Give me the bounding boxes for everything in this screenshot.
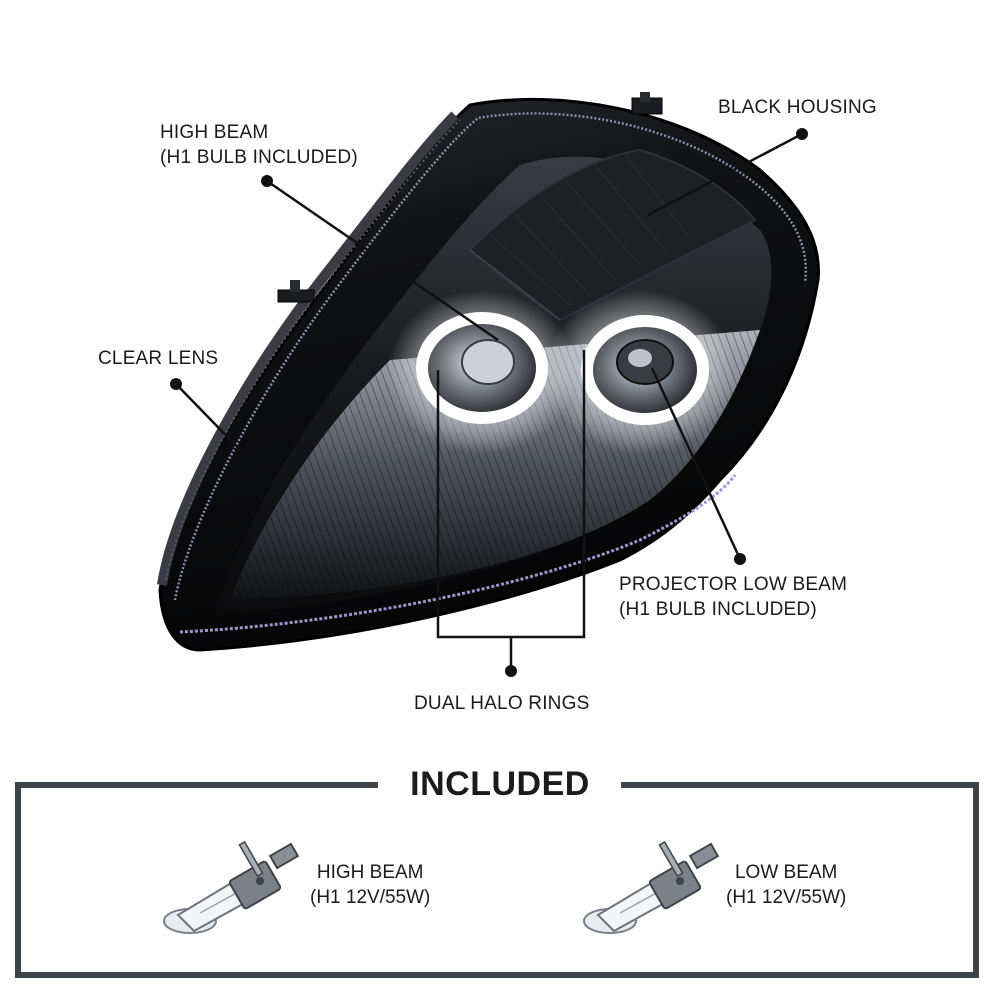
- callout-dual-halo-rings-title: DUAL HALO RINGS: [414, 693, 590, 714]
- callout-clear-lens-title: CLEAR LENS: [98, 348, 219, 369]
- callout-projector-low-beam-title: PROJECTOR LOW BEAM: [619, 574, 848, 595]
- included-item-high-beam: HIGH BEAM (H1 12V/55W): [310, 860, 430, 910]
- callout-dot-icon: [796, 128, 808, 140]
- included-frame: [15, 782, 979, 978]
- callout-projector-low-beam-note: (H1 BULB INCLUDED): [619, 599, 817, 620]
- callout-black-housing-title: BLACK HOUSING: [718, 97, 877, 118]
- included-item-low-beam: LOW BEAM (H1 12V/55W): [726, 860, 846, 910]
- included-frame-top-right: [621, 782, 979, 788]
- included-item-low-beam-title: LOW BEAM: [734, 862, 838, 883]
- h1-bulb-icon: [583, 840, 720, 934]
- included-item-high-beam-spec: (H1 12V/55W): [310, 887, 431, 908]
- callout-high-beam: HIGH BEAM (H1 BULB INCLUDED): [160, 120, 358, 170]
- included-item-high-beam-title: HIGH BEAM: [316, 862, 424, 883]
- callout-high-beam-note: (H1 BULB INCLUDED): [160, 147, 358, 168]
- callout-dot-icon: [734, 553, 746, 565]
- callout-black-housing: BLACK HOUSING: [718, 95, 877, 120]
- callout-projector-low-beam: PROJECTOR LOW BEAM (H1 BULB INCLUDED): [619, 572, 847, 622]
- callout-dot-icon: [170, 378, 182, 390]
- callout-high-beam-title: HIGH BEAM: [160, 122, 269, 143]
- callout-dot-icon: [261, 175, 273, 187]
- included-frame-top-left: [15, 782, 378, 788]
- callout-dual-halo-rings: DUAL HALO RINGS: [414, 691, 589, 716]
- included-title: INCLUDED: [410, 765, 590, 803]
- callout-dot-icon: [505, 665, 517, 677]
- included-item-low-beam-spec: (H1 12V/55W): [726, 887, 847, 908]
- callout-clear-lens: CLEAR LENS: [98, 346, 218, 371]
- h1-bulb-icon: [163, 840, 300, 934]
- callout-lines: [170, 128, 808, 677]
